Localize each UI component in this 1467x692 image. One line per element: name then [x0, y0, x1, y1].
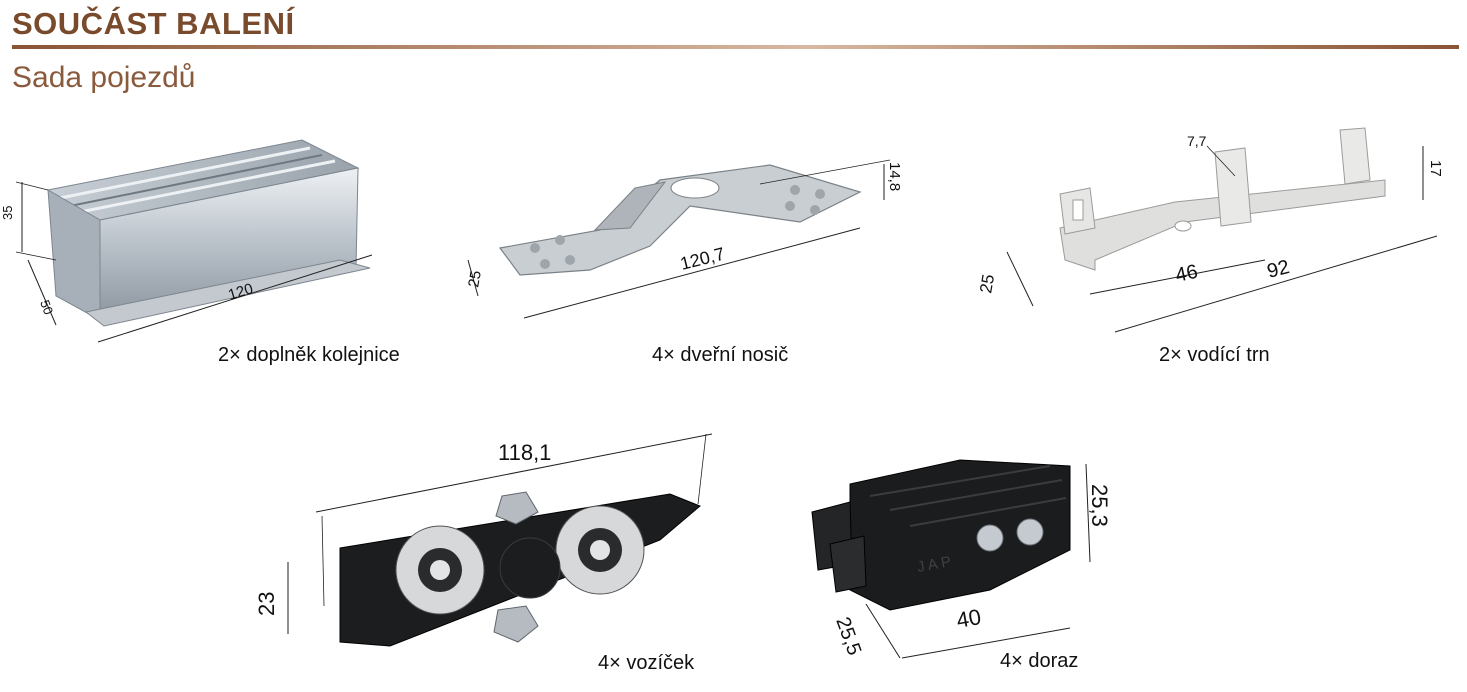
jap-logo-text: J A P	[916, 553, 953, 576]
title-underline	[12, 45, 1459, 49]
guide-pin-width-dim: 25	[976, 273, 998, 295]
door-carrier-illustration: 14,8 25 120,7	[465, 159, 903, 319]
rail-depth-dim: 50	[37, 298, 56, 317]
guide-pin-wall-dim: 7,7	[1187, 133, 1207, 149]
stopper-illustration: J A P 25,3 25,5 40	[811, 459, 1112, 659]
trolley-length-dim: 118,1	[498, 440, 551, 465]
section-subtitle: Sada pojezdů	[12, 61, 196, 94]
product-rail-extension: 35 50 120 2× doplněk kolejnice	[0, 120, 420, 380]
guide-pin-length-dim: 92	[1265, 256, 1292, 283]
trolley-illustration: 118,1 23	[254, 433, 713, 647]
stopper-depth-dim: 25,5	[831, 614, 865, 658]
rail-extension-illustration: 35 50 120	[0, 139, 373, 343]
guide-pin-illustration: 7,7 17 25 46 92	[976, 127, 1444, 333]
carrier-width-dim: 25	[465, 269, 485, 288]
product-stopper: J A P 25,3 25,5 40 4× doraz	[800, 440, 1140, 685]
guide-pin-height-dim: 17	[1427, 160, 1444, 177]
product-door-carrier: 14,8 25 120,7 4× dveřní nosič	[450, 120, 920, 380]
section-title: SOUČÁST BALENÍ	[12, 6, 295, 41]
rail-length-dim: 120	[226, 280, 255, 304]
caption-stopper: 4× doraz	[1000, 650, 1079, 672]
carrier-thickness-dim: 14,8	[886, 162, 903, 191]
stopper-height-dim: 25,3	[1087, 484, 1112, 527]
guide-pin-inner-dim: 46	[1173, 261, 1199, 287]
product-guide-pin: 7,7 17 25 46 92 2× vodící trn	[945, 110, 1465, 380]
rail-height-dim: 35	[0, 206, 15, 220]
caption-trolley: 4× vozíček	[598, 652, 695, 674]
caption-door-carrier: 4× dveřní nosič	[652, 344, 789, 366]
trolley-height-dim: 23	[254, 592, 279, 616]
caption-rail-extension: 2× doplněk kolejnice	[218, 344, 400, 366]
stopper-width-dim: 40	[955, 604, 983, 633]
caption-guide-pin: 2× vodící trn	[1159, 344, 1270, 366]
product-trolley: 118,1 23 4× vozíček	[240, 420, 740, 685]
carrier-length-dim: 120,7	[678, 244, 727, 274]
